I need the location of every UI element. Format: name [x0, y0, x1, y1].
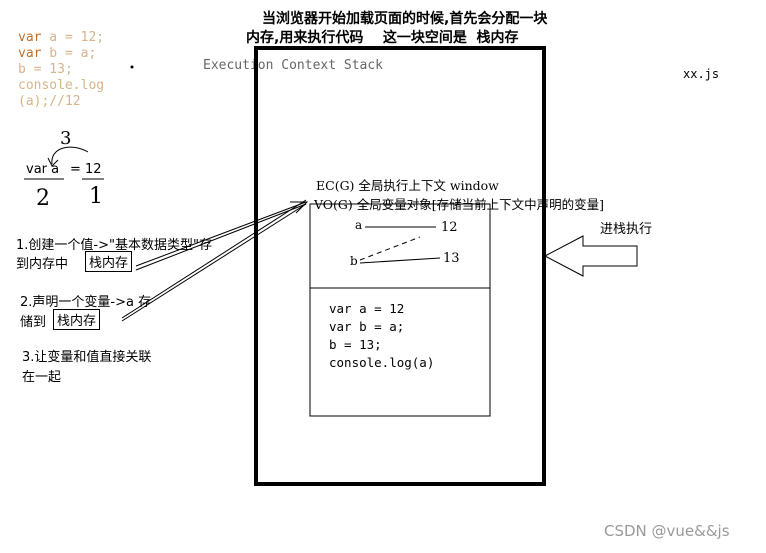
- code-keyword: var: [18, 46, 42, 61]
- stack-label: Execution Context Stack: [203, 58, 384, 73]
- code-text: a = 12;: [41, 30, 105, 45]
- code-line-3: b = 13;: [18, 62, 73, 77]
- arrow-step2b: [121, 199, 307, 319]
- step-3-text: 3.让变量和值直接关联: [22, 350, 152, 365]
- step-2-text2: 储到: [20, 315, 47, 330]
- code-text: b = a;: [41, 46, 97, 61]
- step-1-text: 1.创建一个值->"基本数据类型"存: [16, 238, 212, 253]
- push-label: 进栈执行: [600, 222, 653, 237]
- curve-arrow-head: [47, 157, 59, 167]
- handwritten-3: 3: [60, 128, 72, 149]
- code-line-4: console.log: [18, 78, 105, 93]
- handwritten-2: 2: [36, 186, 50, 211]
- arrow-step2: [121, 203, 307, 322]
- step-2-box: 栈内存: [53, 309, 101, 330]
- var-b-line: [359, 257, 441, 264]
- code-line-1: var a = 12;: [18, 29, 104, 46]
- code-line-2: var b = a;: [18, 45, 96, 62]
- code-keyword: var: [18, 30, 42, 45]
- title-line-2: 内存,用来执行代码 这一块空间是 栈内存: [246, 30, 519, 46]
- stack-memory-box: [254, 46, 546, 486]
- ec-code-line-4: console.log(a): [329, 355, 435, 370]
- watermark: CSDN @vue&&js: [604, 522, 730, 540]
- ec-code-line-1: var a = 12: [329, 301, 405, 316]
- var-b-value: 13: [443, 251, 460, 266]
- arrow-head-left: [290, 201, 309, 214]
- file-name: xx.js: [683, 67, 720, 81]
- arrow-step1: [135, 201, 307, 267]
- step-2-text: 2.声明一个变量->a 存: [20, 295, 152, 310]
- step-3-text2: 在一起: [22, 370, 62, 385]
- var-b-dashed-link: [359, 236, 421, 261]
- code-line-5: (a);//12: [18, 94, 81, 109]
- arrow-step1b: [135, 203, 307, 271]
- var-b-name: b: [350, 254, 358, 268]
- push-arrow: [543, 235, 638, 277]
- curve-arrow: [51, 146, 89, 165]
- dot-mark: [130, 65, 134, 69]
- ec-code-line-3: b = 13;: [329, 337, 382, 352]
- assign-eq: =: [70, 162, 81, 177]
- assign-left: var a: [26, 162, 60, 177]
- vo-title: VO(G) 全局变量对象[存储当前上下文中声明的变量]: [314, 197, 605, 212]
- step-1-box: 栈内存: [85, 251, 133, 272]
- title-line-1: 当浏览器开始加载页面的时候,首先会分配一块: [262, 11, 548, 27]
- ec-title: EC(G) 全局执行上下文 window: [316, 178, 499, 193]
- step-1-text2: 到内存中: [16, 257, 69, 272]
- var-a-value: 12: [441, 220, 458, 235]
- ec-code-line-2: var b = a;: [329, 319, 405, 334]
- handwritten-1: 1: [89, 184, 103, 209]
- assign-right: 12: [85, 162, 102, 177]
- var-a-name: a: [355, 218, 363, 232]
- ec-box: [309, 203, 491, 417]
